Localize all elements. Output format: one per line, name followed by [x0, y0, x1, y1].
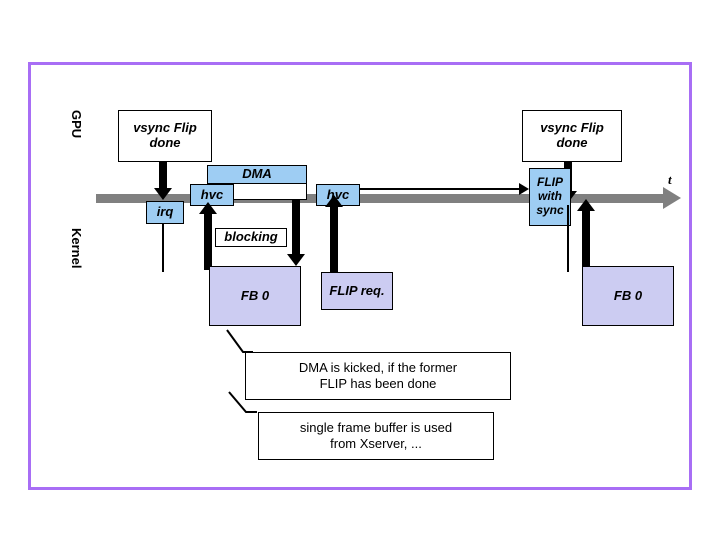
note-2-line1: single frame buffer is used	[299, 419, 453, 435]
time-axis-label: t	[668, 172, 672, 187]
vsync-2-line2: Flip done	[556, 120, 604, 150]
lane-label-kernel: Kernel	[69, 228, 84, 269]
leader-irq-down	[162, 224, 164, 272]
gpu-event-vsync-2: vsync Flip done	[522, 110, 622, 162]
leader-flipsync-down	[567, 205, 569, 272]
note-1-line2: FLIP has been done	[319, 376, 437, 391]
note-2-line2: from Xserver, ...	[330, 436, 422, 451]
flip-with-sync-line1: FLIP	[537, 175, 563, 190]
timeline-arrowhead	[663, 187, 681, 209]
marker-irq: irq	[146, 201, 184, 224]
note-1-line1: DMA is kicked, if the former	[298, 359, 458, 375]
marker-flip-with-sync: FLIP with sync	[529, 168, 571, 226]
leader-hvc-to-flip	[360, 188, 520, 190]
framebuffer-box-right: FB 0	[582, 266, 674, 326]
marker-dma: DMA	[207, 165, 307, 184]
lane-label-gpu: GPU	[69, 110, 84, 139]
note-box-framebuffer: single frame buffer is used from Xserver…	[258, 412, 494, 460]
flip-request-box: FLIP req.	[321, 272, 393, 310]
flip-with-sync-line2: with	[538, 189, 562, 204]
flip-with-sync-line3: sync	[536, 202, 564, 217]
vsync-1-line2: Flip done	[149, 120, 197, 150]
timeline-axis	[96, 194, 666, 203]
gpu-event-vsync-1: vsync Flip done	[118, 110, 212, 162]
vsync-1-line1: vsync	[133, 120, 171, 136]
vsync-2-line1: vsync	[540, 120, 578, 136]
note-box-dma: DMA is kicked, if the former FLIP has be…	[245, 352, 511, 400]
label-blocking: blocking	[215, 228, 287, 247]
slide-frame	[28, 62, 692, 490]
leader-hvc-to-flip-arrowhead	[519, 183, 529, 195]
framebuffer-box-left: FB 0	[209, 266, 301, 326]
